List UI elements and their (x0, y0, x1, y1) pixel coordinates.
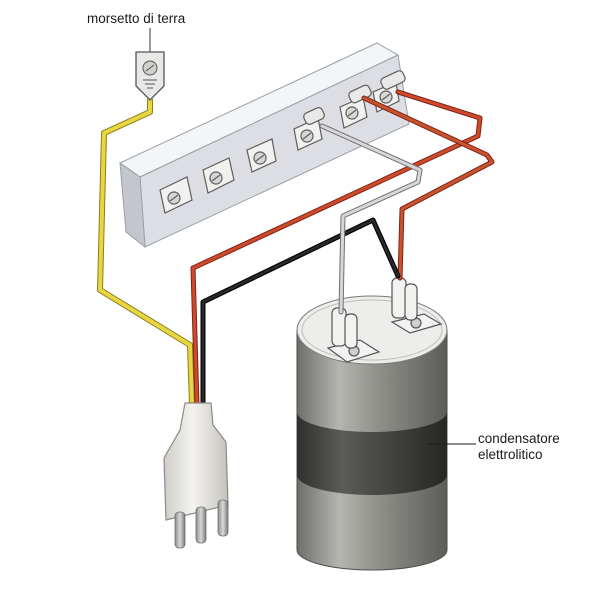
power-plug-icon (163, 402, 229, 549)
earth-ground-icon (135, 28, 165, 101)
capacitor-label-line2: elettrolitico (478, 447, 543, 462)
electrolytic-capacitor (296, 295, 448, 571)
terminal-screw (202, 157, 235, 194)
earth-terminal-label: morsetto di terra (87, 11, 186, 26)
terminal-screw (293, 107, 325, 151)
plug-pin (217, 499, 229, 537)
capacitor-label: condensatore elettrolitico (478, 431, 560, 463)
plug-pin (195, 506, 207, 544)
capacitor-terminal-right (390, 277, 443, 334)
capacitor-terminal-left (326, 307, 381, 363)
wires (97, 89, 495, 408)
terminal-screws (159, 70, 406, 214)
plug-pin (174, 511, 186, 549)
terminal-screw (339, 84, 372, 129)
terminal-screw (246, 138, 277, 173)
terminal-screw (159, 176, 193, 214)
capacitor-terminals (326, 277, 443, 363)
capacitor-label-line1: condensatore (478, 431, 560, 446)
